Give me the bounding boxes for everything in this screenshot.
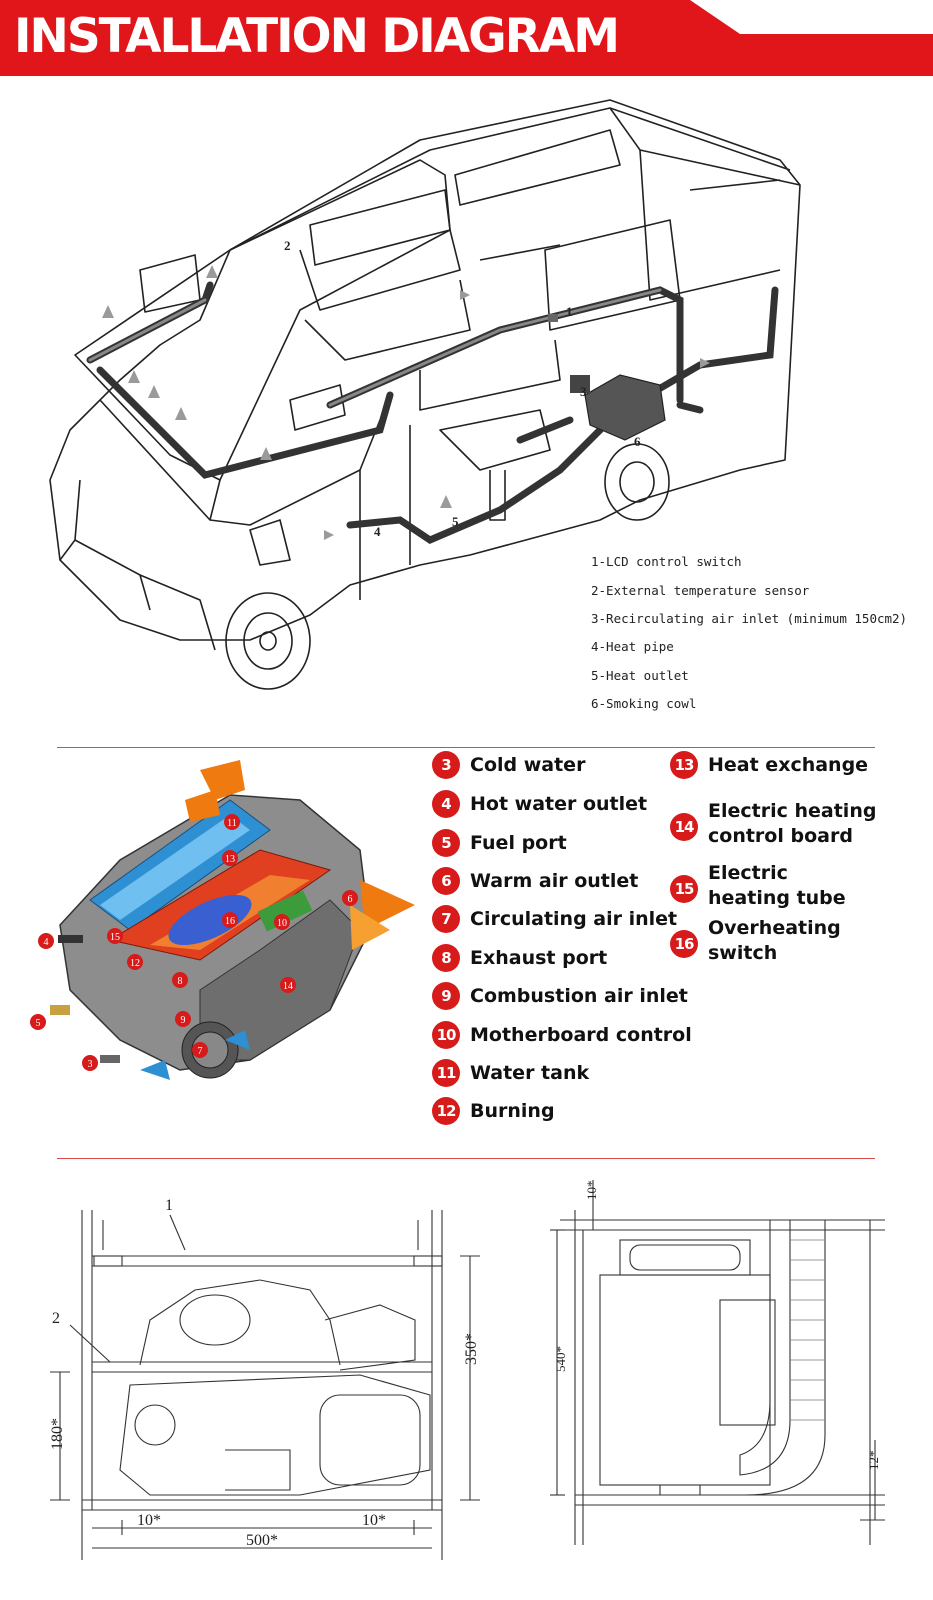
part-number-badge: 6: [432, 867, 460, 895]
heater-callout: 15: [110, 932, 120, 943]
dimension-label: 350*: [463, 1333, 480, 1365]
part-label: Electric heating tube: [708, 862, 846, 909]
part-number-badge: 9: [432, 982, 460, 1010]
dimension-label: 12*: [866, 1451, 881, 1471]
camper-legend-item: 5-Heat outlet: [591, 668, 689, 683]
heater-callout: 3: [88, 1059, 93, 1070]
part-label: Heat exchange: [708, 754, 869, 776]
heater-callout: 16: [225, 916, 235, 927]
part-legend-item: 11 Water tank: [432, 1059, 589, 1087]
part-number-badge: 16: [670, 930, 698, 958]
part-label: Motherboard control: [470, 1024, 692, 1046]
camper-legend-item: 2-External temperature sensor: [591, 583, 810, 598]
dimension-label: 180*: [49, 1418, 66, 1450]
dimension-label: 2: [52, 1310, 60, 1327]
header-banner: INSTALLATION DIAGRAM: [0, 0, 933, 76]
part-number-badge: 11: [432, 1059, 460, 1087]
heater-callout: 4: [44, 937, 49, 948]
part-number-badge: 7: [432, 905, 460, 933]
part-number-badge: 8: [432, 944, 460, 972]
part-number-badge: 15: [670, 875, 698, 903]
part-legend-item: 12 Burning: [432, 1097, 555, 1125]
part-label: Circulating air inlet: [470, 908, 678, 930]
heater-callout: 13: [225, 854, 235, 865]
section-divider: [57, 747, 875, 748]
part-label: Water tank: [470, 1062, 590, 1084]
part-number-badge: 14: [670, 813, 698, 841]
part-number-badge: 5: [432, 829, 460, 857]
camper-legend-item: 4-Heat pipe: [591, 639, 674, 654]
heater-callout: 8: [178, 976, 183, 987]
dimension-label: 1: [165, 1197, 173, 1214]
part-legend-item: 16 Overheating switch: [670, 917, 880, 966]
part-legend-item: 7 Circulating air inlet: [432, 905, 677, 933]
part-number-badge: 13: [670, 751, 698, 779]
header-banner-shape: [0, 0, 933, 76]
part-label: Cold water: [470, 754, 586, 776]
heater-callout: 11: [227, 818, 237, 829]
dimension-label: 10*: [362, 1512, 386, 1529]
part-number-badge: 10: [432, 1021, 460, 1049]
heater-callout: 14: [283, 981, 293, 992]
heater-callout: 10: [277, 918, 287, 929]
heater-callout: 5: [36, 1018, 41, 1029]
heater-callout: 9: [181, 1015, 186, 1026]
camper-callout: 1: [566, 304, 573, 319]
camper-callout: 3: [580, 384, 587, 399]
part-number-badge: 3: [432, 751, 460, 779]
heater-callout: 6: [348, 894, 353, 905]
camper-legend-item: 3-Recirculating air inlet (minimum 150cm…: [591, 611, 908, 626]
part-legend-item: 6 Warm air outlet: [432, 867, 638, 895]
heater-callout: 7: [198, 1046, 203, 1057]
page-title: INSTALLATION DIAGRAM: [14, 9, 620, 64]
part-label: Overheating switch: [708, 917, 841, 964]
part-label: Hot water outlet: [470, 793, 648, 815]
part-label: Warm air outlet: [470, 870, 639, 892]
part-number-badge: 4: [432, 790, 460, 818]
part-label: Exhaust port: [470, 947, 608, 969]
dimension-label: 500*: [246, 1532, 278, 1549]
camper-callout: 5: [452, 514, 459, 529]
part-label: Combustion air inlet: [470, 985, 688, 1007]
part-legend-item: 8 Exhaust port: [432, 944, 607, 972]
part-label: Fuel port: [470, 832, 567, 854]
part-legend-item: 9 Combustion air inlet: [432, 982, 688, 1010]
part-label: Burning: [470, 1100, 555, 1122]
dimension-label: 540*: [553, 1346, 568, 1372]
part-legend-item: 3 Cold water: [432, 751, 585, 779]
part-legend-item: 15 Electric heating tube: [670, 862, 880, 911]
part-legend-item: 4 Hot water outlet: [432, 790, 647, 818]
dimension-label: 10*: [137, 1512, 161, 1529]
part-legend-item: 14 Electric heating control board: [670, 800, 880, 849]
section-divider: [57, 1158, 875, 1159]
camper-callout: 2: [284, 238, 291, 253]
dimension-label: 10*: [584, 1181, 599, 1201]
part-label: Electric heating control board: [708, 800, 877, 847]
camper-callout: 4: [374, 524, 381, 539]
camper-legend-item: 6-Smoking cowl: [591, 696, 697, 711]
part-legend-item: 5 Fuel port: [432, 829, 567, 857]
front-view-dimension-drawing: 1 2 350* 180* 10* 10* 500*: [49, 1197, 480, 1560]
part-legend-item: 13 Heat exchange: [670, 751, 868, 779]
camper-illustration: 2 1 3 4 5 6: [49, 99, 801, 690]
camper-legend-item: 1-LCD control switch: [591, 554, 742, 569]
part-number-badge: 12: [432, 1097, 460, 1125]
heater-cutaway-illustration: 11 13 6 16 10 4 15 12 8 14 5 9 7 3: [30, 760, 415, 1080]
heater-callout: 12: [130, 958, 140, 969]
side-view-dimension-drawing: 10* 540* 12*: [550, 1180, 885, 1545]
part-legend-item: 10 Motherboard control: [432, 1021, 692, 1049]
camper-callout: 6: [634, 434, 641, 449]
